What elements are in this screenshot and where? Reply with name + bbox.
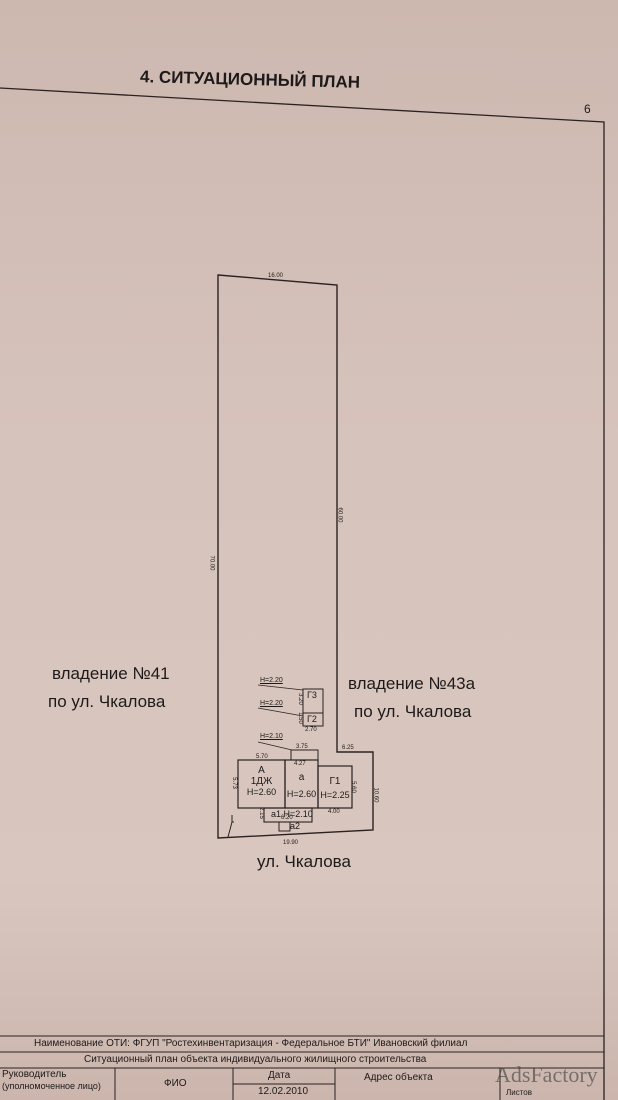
- footer-date-label: Дата: [268, 1070, 291, 1081]
- building-a-label: а Н=2.60: [285, 772, 318, 800]
- footer-org: Наименование ОТИ: ФГУП "Ростехинвентариз…: [34, 1038, 468, 1049]
- plot-outline: [217, 274, 374, 839]
- page-number: 6: [584, 102, 591, 116]
- building-G1-height: Н=2.25: [320, 790, 350, 800]
- dim-A-depth: 5.73: [230, 777, 237, 789]
- dim-porch-width: 3.75: [296, 744, 308, 750]
- gate: [227, 815, 234, 838]
- footer-head-label: Руководитель: [2, 1069, 67, 1080]
- dim-G2-width: 2.70: [305, 727, 317, 733]
- frame-border: [0, 87, 605, 1100]
- footer-address-label: Адрес объекта: [364, 1072, 433, 1083]
- footer-sheets-label: Листов: [506, 1088, 532, 1097]
- building-A-type: 1ДЖ: [250, 776, 273, 787]
- building-G2-height: Н=2.20: [260, 700, 283, 707]
- building-G3-height: Н=2.20: [260, 677, 283, 684]
- dim-right: 60.00: [336, 507, 343, 523]
- footer-fio-label: ФИО: [164, 1078, 187, 1089]
- building-G2-name: Г2: [307, 714, 317, 724]
- dim-bottom: 19.90: [283, 840, 299, 846]
- dim-G1-depth: 5.60: [349, 781, 356, 793]
- building-a1-height: Н=2.10: [283, 809, 313, 819]
- neighbor-left-line2: по ул. Чкалова: [48, 692, 166, 711]
- building-A-label: А 1ДЖ Н=2.60: [238, 765, 285, 798]
- building-A-name: А: [258, 765, 265, 776]
- building-a2-name: а2: [290, 821, 301, 831]
- building-A-height: Н=2.60: [246, 787, 277, 797]
- building-a2: [278, 821, 291, 832]
- neighbor-left-line1: владение №41: [52, 664, 170, 683]
- building-G3-name: Г3: [307, 690, 317, 700]
- building-G2: [302, 712, 324, 727]
- building-a-height: Н=2.60: [286, 789, 317, 799]
- porch-height: Н=2.10: [260, 733, 283, 740]
- building-a1-label: а1 Н=2.10: [271, 809, 313, 819]
- dim-step: 6.25: [342, 745, 354, 751]
- building-G1: [317, 765, 353, 809]
- dim-left: 70.00: [208, 555, 215, 571]
- building-G1-label: Г1 Н=2.25: [318, 776, 352, 801]
- building-a-name: а: [298, 772, 305, 783]
- dim-A-width: 5.70: [256, 754, 268, 760]
- building-G1-name: Г1: [329, 776, 341, 787]
- footer-head-label2: (уполномоченное лицо): [2, 1081, 101, 1091]
- dim-a1-depth: 2.15: [257, 807, 264, 819]
- footer-doc-title: Ситуационный план объекта индивидуальног…: [84, 1054, 427, 1065]
- dim-G2-depth: 1.50: [296, 712, 303, 724]
- dim-a1-width: 6.20: [281, 815, 293, 821]
- dim-G3-depth: 3.20: [296, 693, 303, 705]
- dim-right-lower: 10.60: [372, 787, 379, 803]
- building-a1-name: а1: [271, 809, 282, 819]
- street-label: ул. Чкалова: [257, 852, 351, 871]
- watermark-logo: AdsFactory: [495, 1062, 598, 1087]
- dim-G1-width: 4.00: [328, 809, 340, 815]
- porch: [290, 749, 319, 761]
- neighbor-right-line2: по ул. Чкалова: [354, 702, 472, 721]
- dim-top: 16.00: [268, 273, 284, 279]
- dim-a-top: 4.27: [294, 761, 306, 767]
- footer-date-value: 12.02.2010: [258, 1086, 309, 1097]
- neighbor-right-line1: владение №43а: [348, 674, 476, 693]
